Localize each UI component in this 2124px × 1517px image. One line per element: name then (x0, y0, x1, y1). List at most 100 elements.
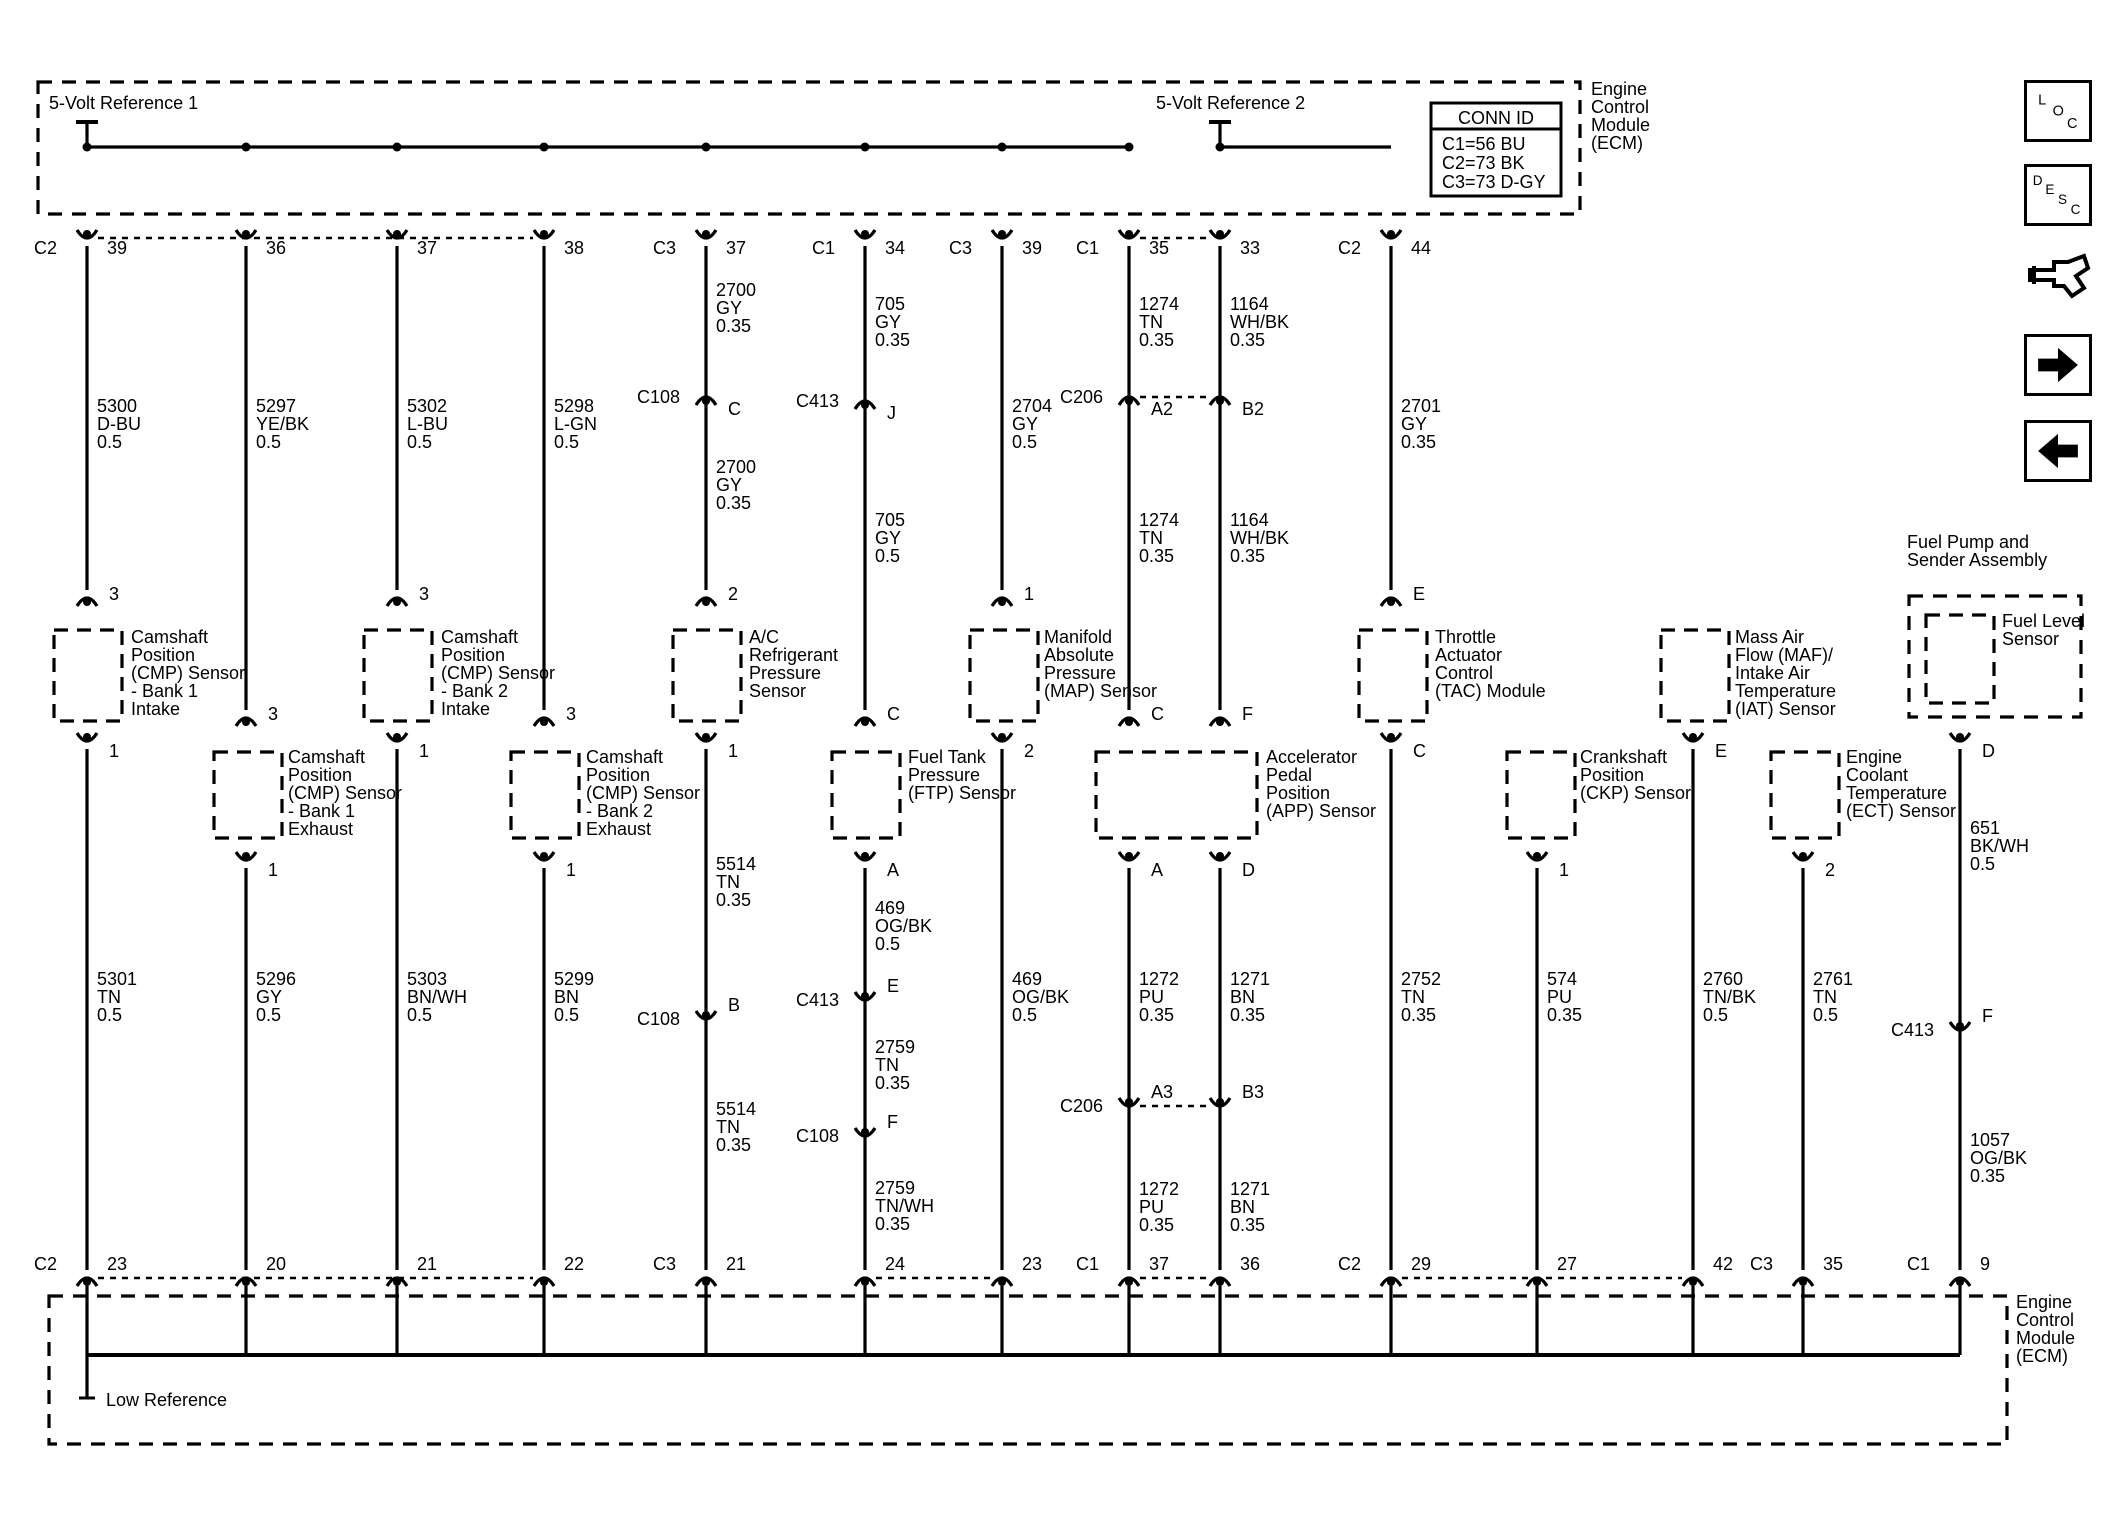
map-component-label: Pressure (1044, 663, 1116, 683)
map-wire-top-label: 0.5 (1012, 432, 1037, 452)
ac-pressure-bottom-pin: 21 (726, 1254, 746, 1274)
tac-bottom-terminal-pin (1387, 1278, 1395, 1286)
cmp-b2-int-wire-top-label: L-BU (407, 414, 448, 434)
ect-component-label: Coolant (1846, 765, 1908, 785)
ac-pressure-pin-b-label: 1 (728, 741, 738, 761)
cmp-b1-int-bottom-terminal-pin (83, 1278, 91, 1286)
app-a-pin-a-pin (1125, 718, 1133, 726)
cmp-b2-exh-wire-bottom-label: BN (554, 987, 579, 1007)
ecm-top-label: Control (1591, 97, 1649, 117)
splice-dot (860, 142, 870, 152)
fuel-level-bottom-terminal-pin (1956, 1278, 1964, 1286)
tac-component-label: Throttle (1435, 627, 1496, 647)
cmp-b1-exh-wire-top-label: 5297 (256, 396, 296, 416)
cmp-b1-exh-pin-b-label: 1 (268, 860, 278, 880)
map-bottom-pin: 23 (1022, 1254, 1042, 1274)
app-b-top-pin: 33 (1240, 238, 1260, 258)
tac-wire-top-label: 2701 (1401, 396, 1441, 416)
ac-pressure-wire-bottom-label: 5514 (716, 1099, 756, 1119)
tac-top-conn: C2 (1338, 238, 1361, 258)
app-a-inline-bottom-conn: C206 (1060, 1096, 1103, 1116)
cmp-b2-exh-component-label: Camshaft (586, 747, 663, 767)
ecm-bottom-label: Module (2016, 1328, 2075, 1348)
location-button[interactable]: L O C (2024, 80, 2092, 142)
fuel-level-component-label: Sensor (2002, 629, 2059, 649)
cmp-b1-exh-component-label: - Bank 1 (288, 801, 355, 821)
cmp-b2-int-wire-bottom-label: BN/WH (407, 987, 467, 1007)
app-b-component-label: Position (1266, 783, 1330, 803)
tac-top-pin: 44 (1411, 238, 1431, 258)
ac-pressure-wire-bottom-label: TN (716, 1117, 740, 1137)
app-b-inline-top-pin: B2 (1242, 399, 1264, 419)
splice-dot (997, 142, 1007, 152)
app-b-pin-a-pin (1216, 718, 1224, 726)
app-b-inline-bottom-pin (1216, 1098, 1224, 1106)
ect-bottom-conn: C3 (1750, 1254, 1773, 1274)
ckp-bottom-terminal-pin (1533, 1278, 1541, 1286)
ect-component-label: Engine (1846, 747, 1902, 767)
app-b-wire-bottom-label: 1271 (1230, 969, 1270, 989)
tac-component-box (1357, 628, 1429, 723)
cmp-b2-exh-wire-top-label: L-GN (554, 414, 597, 434)
map-wire-top-label: GY (1012, 414, 1038, 434)
map-pin-a-pin (998, 598, 1006, 606)
cmp-b1-exh-component-box (212, 750, 284, 840)
cmp-b2-int-component-label: (CMP) Sensor (441, 663, 555, 683)
ftp-inline-top-pin (861, 401, 869, 409)
description-button[interactable]: D E S C (2024, 164, 2092, 226)
app-b-pin-b-label: D (1242, 860, 1255, 880)
ftp-top-terminal-pin (861, 230, 869, 238)
app-a-wire-top-label: 1274 (1139, 510, 1179, 530)
fuel-level-bottom-pin: 9 (1980, 1254, 1990, 1274)
cmp-b1-exh-component-label: Camshaft (288, 747, 365, 767)
svg-text:D: D (2033, 173, 2043, 188)
previous-page-button[interactable] (2024, 420, 2092, 482)
tac-pin-a-pin (1387, 598, 1395, 606)
ftp-inline-bottom-conn: C108 (796, 1126, 839, 1146)
tac-top-terminal-pin (1387, 230, 1395, 238)
fuel-level-wire-bottom-label: 651 (1970, 818, 2000, 838)
tac-component-label: (TAC) Module (1435, 681, 1546, 701)
app-a-top-pin: 35 (1149, 238, 1169, 258)
ac-pressure-pin-a-label: 2 (728, 584, 738, 604)
cmp-b2-int-component-label: Intake (441, 699, 490, 719)
app-b-wire-top-label: 0.35 (1230, 330, 1265, 350)
cmp-b2-exh-wire-bottom-label: 0.5 (554, 1005, 579, 1025)
ect-bottom-pin: 35 (1823, 1254, 1843, 1274)
ftp-wire-bottom-label: 2759 (875, 1037, 915, 1057)
app-a-inline-bottom-pin (1125, 1098, 1133, 1106)
ftp-component-label: (FTP) Sensor (908, 783, 1016, 803)
cmp-b1-int-component-label: Position (131, 645, 195, 665)
conn-id-table (1429, 101, 1563, 198)
cmp-b2-exh-pin-a-pin (540, 718, 548, 726)
fuel-pump-assembly-label: Sender Assembly (1907, 550, 2047, 570)
ect-wire-bottom-label: 0.5 (1813, 1005, 1838, 1025)
ect-wire-bottom-label: TN (1813, 987, 1837, 1007)
map-component-box (968, 628, 1040, 723)
ac-pressure-wire-top-label: 2700 (716, 457, 756, 477)
ac-pressure-top-pin: 37 (726, 238, 746, 258)
app-a-wire-bottom-label: 0.35 (1139, 1005, 1174, 1025)
ac-pressure-wire-bottom-label: 0.35 (716, 1135, 751, 1155)
cmp-b1-int-component-box (52, 628, 124, 723)
tac-wire-top-label: 0.35 (1401, 432, 1436, 452)
ac-pressure-component-box (671, 628, 743, 723)
tac-pin-b-label: C (1413, 741, 1426, 761)
cmp-b1-int-component-label: Camshaft (131, 627, 208, 647)
ckp-pin-b-pin (1533, 852, 1541, 860)
cmp-b2-exh-top-pin: 38 (564, 238, 584, 258)
svg-text:L: L (2038, 93, 2046, 109)
cmp-b1-int-wire-top-label: 5300 (97, 396, 137, 416)
maf-pin-b-pin (1689, 733, 1697, 741)
ftp-wire-bottom-label: 469 (875, 898, 905, 918)
ect-pin-b-label: 2 (1825, 860, 1835, 880)
cmp-b2-exh-wire-bottom-label: 5299 (554, 969, 594, 989)
cmp-b2-exh-wire-top-label: 5298 (554, 396, 594, 416)
connector-tool-button[interactable] (2024, 246, 2092, 308)
next-page-button[interactable] (2024, 334, 2092, 396)
app-b-component-label: (APP) Sensor (1266, 801, 1376, 821)
app-a-pin-a-label: C (1151, 704, 1164, 724)
cmp-b1-int-wire-bottom-label: 5301 (97, 969, 137, 989)
tac-bottom-pin: 29 (1411, 1254, 1431, 1274)
app-b-wire-bottom-label: 0.35 (1230, 1005, 1265, 1025)
